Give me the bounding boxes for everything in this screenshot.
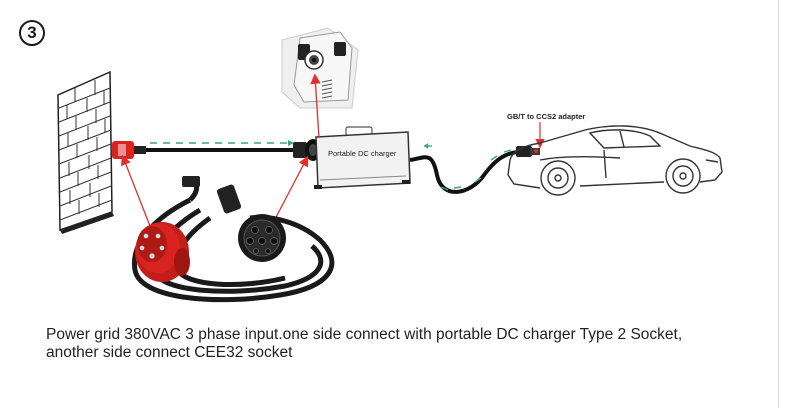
pointer-arrow-photo xyxy=(310,73,321,139)
step-number-badge: 3 xyxy=(19,20,45,46)
type2-plug-icon xyxy=(238,214,286,262)
caption-line-2: another side connect CEE32 socket xyxy=(46,344,293,361)
adapter-icon xyxy=(516,146,540,157)
adapter-label: GB/T to CCS2 adapter xyxy=(507,112,585,121)
charger-socket-photo xyxy=(281,27,359,109)
car-icon xyxy=(507,125,723,196)
cee32-plug-icon xyxy=(135,222,190,282)
charger-box-icon: Portable DC charger xyxy=(314,126,411,189)
caption: Power grid 380VAC 3 phase input.one side… xyxy=(46,326,746,362)
pointer-arrow-wall xyxy=(120,154,151,227)
cable-strain-relief-icon xyxy=(182,176,242,214)
right-divider xyxy=(778,0,779,408)
charger-label: Portable DC charger xyxy=(328,149,397,158)
caption-line-1: Power grid 380VAC 3 phase input.one side… xyxy=(46,326,683,343)
diagram-svg: Portable DC charger GB/T to CCS2 adapter xyxy=(57,27,723,303)
flow-arrows-output xyxy=(424,143,512,191)
brick-wall-icon xyxy=(57,70,114,234)
wall-plug-icon xyxy=(112,141,146,159)
output-cable xyxy=(409,150,519,194)
